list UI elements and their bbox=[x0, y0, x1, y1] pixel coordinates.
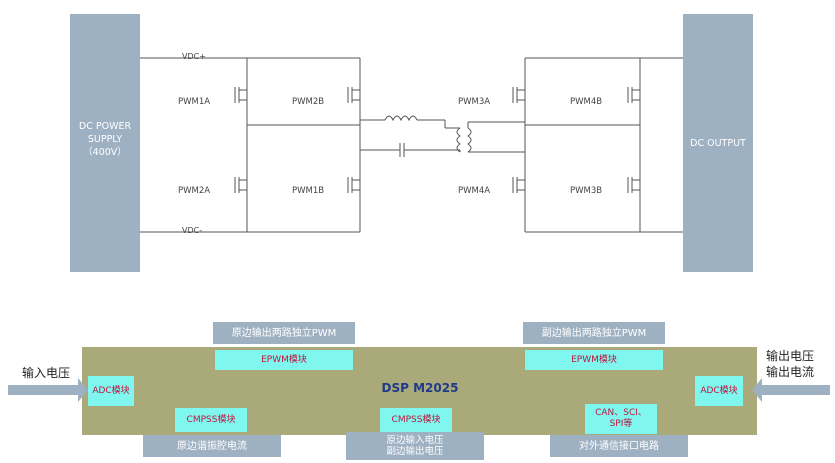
pwm3a-label: PWM3A bbox=[458, 97, 491, 107]
cmpss-mid-block: CMPSS模块 bbox=[380, 408, 452, 432]
switch-q8 bbox=[627, 175, 641, 195]
bottom-mid-label: 原边输入电压 副边输出电压 bbox=[346, 432, 484, 460]
vdc-minus-label: VDC- bbox=[182, 226, 203, 235]
dsp-title: DSP M2025 bbox=[381, 381, 459, 395]
wiring bbox=[140, 57, 683, 233]
vdc-plus-label: VDC+ bbox=[182, 52, 206, 61]
pwm4a-label: PWM4A bbox=[458, 186, 491, 196]
io-arrows bbox=[8, 378, 830, 402]
dc-supply-label: DC POWER SUPPLY （400V） bbox=[70, 118, 140, 160]
top-right-pwm-label: 副边输出两路独立PWM bbox=[523, 322, 665, 344]
comm-block: CAN、SCI、 SPI等 bbox=[585, 404, 657, 434]
pwm3b-label: PWM3B bbox=[570, 186, 603, 196]
switch-q3 bbox=[234, 175, 248, 195]
switch-q6 bbox=[627, 85, 641, 105]
switch-q7 bbox=[512, 175, 526, 195]
adc-right-block: ADC模块 bbox=[695, 376, 743, 406]
dc-output-label: DC OUTPUT bbox=[683, 134, 753, 152]
adc-left-block: ADC模块 bbox=[88, 376, 134, 406]
epwm-left-block: EPWM模块 bbox=[215, 350, 353, 370]
bottom-left-label: 原边谐振腔电流 bbox=[143, 435, 281, 457]
switch-q5 bbox=[512, 85, 526, 105]
top-left-pwm-label: 原边输出两路独立PWM bbox=[213, 322, 355, 344]
pwm4b-label: PWM4B bbox=[570, 97, 603, 107]
input-arrow bbox=[8, 378, 88, 402]
switches bbox=[234, 85, 641, 195]
epwm-right-block: EPWM模块 bbox=[525, 350, 663, 370]
switch-q2 bbox=[347, 85, 361, 105]
output-label: 输出电压 输出电流 bbox=[766, 349, 815, 379]
output-arrow bbox=[752, 378, 830, 402]
cmpss-left-block: CMPSS模块 bbox=[175, 408, 247, 432]
pwm1a-label: PWM1A bbox=[178, 97, 211, 107]
switch-q1 bbox=[234, 85, 248, 105]
bottom-right-label: 对外通信接口电路 bbox=[550, 435, 688, 457]
input-voltage-label: 输入电压 bbox=[22, 366, 71, 380]
switch-q4 bbox=[347, 175, 361, 195]
pwm2b-label: PWM2B bbox=[292, 97, 325, 107]
pwm1b-label: PWM1B bbox=[292, 186, 325, 196]
pwm2a-label: PWM2A bbox=[178, 186, 211, 196]
